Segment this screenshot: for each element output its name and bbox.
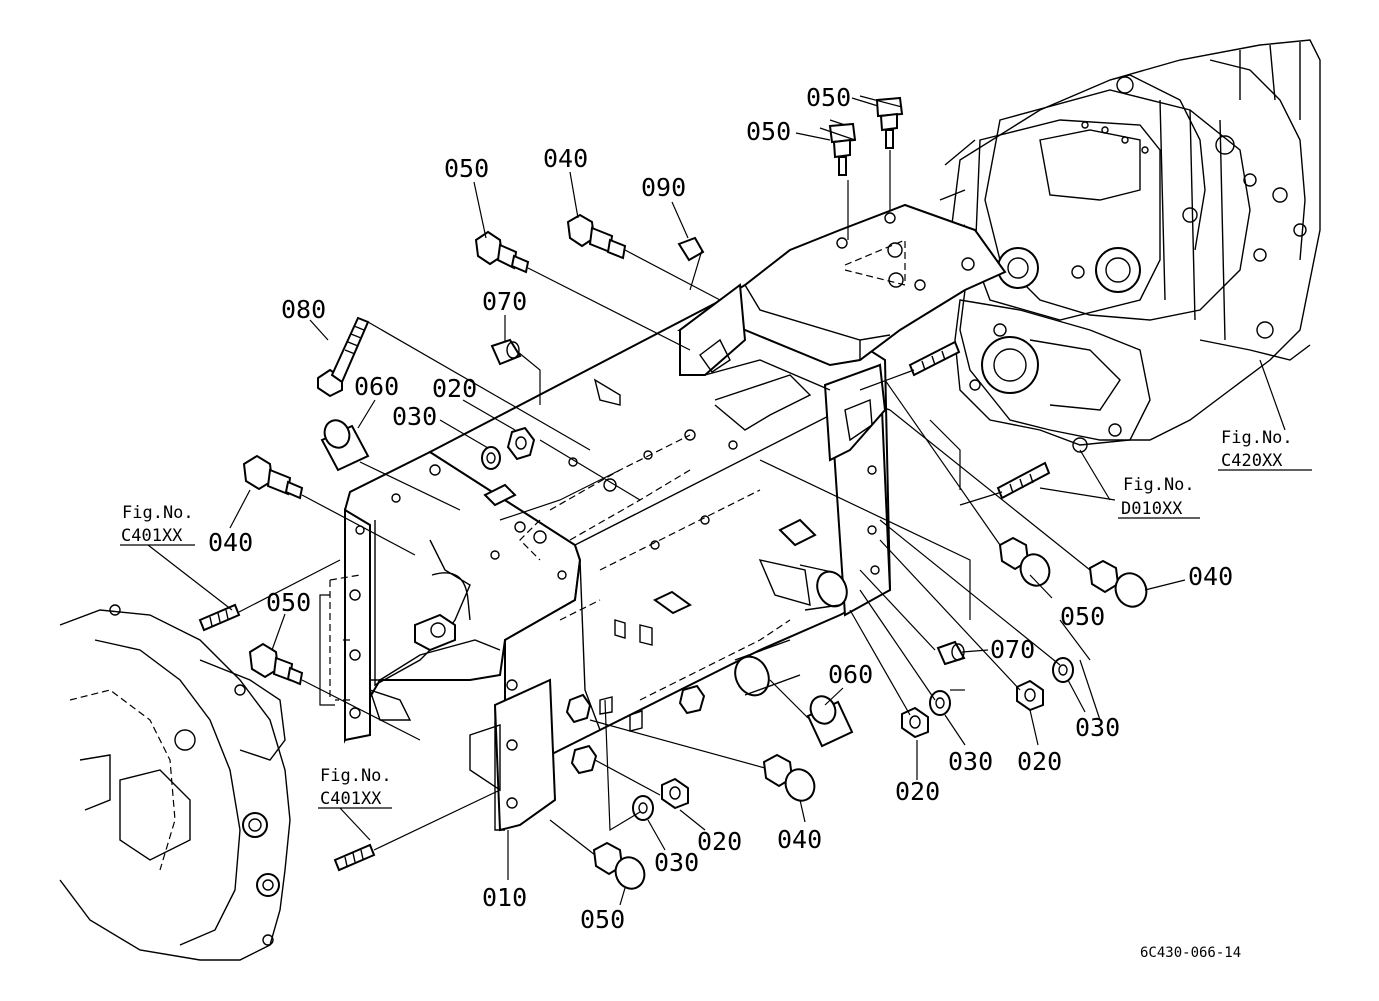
bushing-060-lower [806,695,854,748]
nut-020-upper [506,426,536,461]
figure-references: Fig.No. C420XX Fig.No. D010XX Fig.No. C4… [121,428,1293,809]
bushing-060-upper [320,419,370,472]
nut-020-center [901,706,929,739]
label-040-upper: 040 [543,144,588,173]
label-080: 080 [281,295,326,324]
stud-right-lower [996,461,1051,500]
fig-ref-c420: C420XX [1221,451,1283,471]
stud-left-lower [333,843,376,872]
label-050-top-a: 050 [806,83,851,112]
stud-left-upper [198,603,241,632]
label-070-upper: 070 [482,287,527,316]
label-050-upper-left: 050 [444,154,489,183]
label-040-left: 040 [208,528,253,557]
washer-030-lower [632,795,654,821]
fig-label-c401-upper: Fig.No. [122,503,194,523]
fig-ref-d010: D010XX [1121,499,1183,519]
bolt-050-bottom [592,841,646,890]
frame-bracket-010 [329,203,1007,832]
label-010: 010 [482,883,527,912]
fig-ref-c401-lower: C401XX [320,789,382,809]
bolt-050-upper-left [474,230,530,274]
label-060-upper: 060 [354,372,399,401]
label-040-right: 040 [1188,562,1233,591]
callout-leaders [120,97,1312,906]
label-050-right: 050 [1060,602,1105,631]
label-050-bottom: 050 [580,905,625,934]
bolt-050-left-lower [248,642,304,686]
part-labels: 050 050 040 050 090 070 080 060 020 030 … [208,83,1233,934]
label-020-center: 020 [895,777,940,806]
washer-030-upper [481,446,501,470]
bolt-040-upper [566,213,627,260]
label-050-left: 050 [266,588,311,617]
label-040-lower: 040 [777,825,822,854]
bushing-070-upper [490,338,522,366]
bolt-040-lower [762,753,816,802]
drawing-code: 6C430-066-14 [1140,945,1241,961]
stud-right-upper [908,340,961,377]
nut-020-lower [661,777,689,810]
label-020-lower: 020 [697,827,742,856]
label-060-lower: 060 [828,660,873,689]
label-050-top-b: 050 [746,117,791,146]
fig-label-c420: Fig.No. [1221,428,1293,448]
bolt-050-top-b [828,122,857,176]
bushing-070-right [936,640,966,666]
fig-label-c401-lower: Fig.No. [320,766,392,786]
bolt-040-left [242,454,304,500]
nut-020-right [1016,679,1044,712]
transmission-housing-right [939,39,1321,453]
label-020-upper: 020 [432,374,477,403]
label-030-right: 030 [1075,713,1120,742]
transmission-housing-left [59,604,291,961]
label-030-lower: 030 [654,848,699,877]
bolt-040-right [1088,559,1148,608]
bolt-050-right [998,536,1051,587]
label-090: 090 [641,173,686,202]
leader-lines [238,95,1101,856]
fig-label-d010: Fig.No. [1123,475,1195,495]
label-030-upper: 030 [392,402,437,431]
pin-090 [677,236,705,262]
fig-ref-c401-upper: C401XX [121,526,183,546]
washer-030-center [929,690,951,716]
label-020-right: 020 [1017,747,1062,776]
label-070-right: 070 [990,635,1035,664]
label-030-center: 030 [948,747,993,776]
